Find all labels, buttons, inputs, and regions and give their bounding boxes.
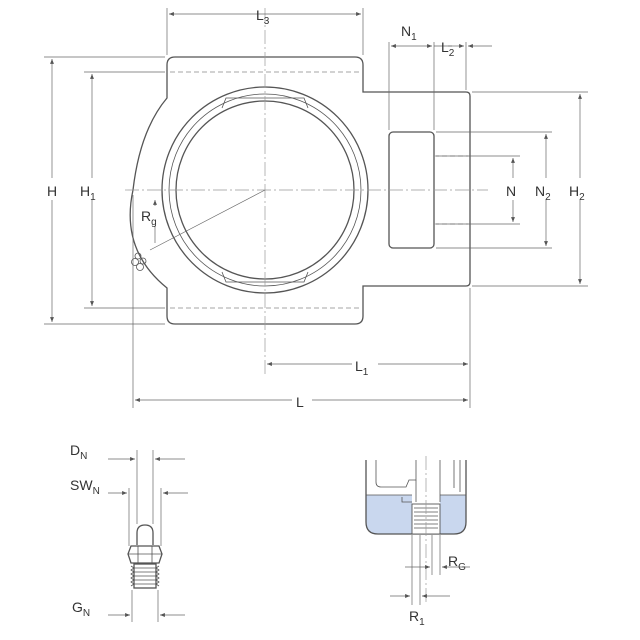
- dim-label-l2: L2: [441, 39, 455, 59]
- dim-label-gn: GN: [72, 599, 90, 619]
- dim-label-swn: SWN: [70, 477, 100, 497]
- main-view: [125, 8, 488, 375]
- grease-nipple-detail: DN SWN GN: [70, 442, 188, 622]
- rg-radius-line: [149, 189, 266, 251]
- section-detail: RG R1: [365, 456, 470, 628]
- dim-label-h1: H1: [80, 183, 96, 203]
- dim-label-n1: N1: [401, 23, 417, 43]
- dim-label-dn: DN: [70, 442, 87, 462]
- dim-label-n: N: [506, 183, 516, 199]
- dim-label-n2: N2: [535, 183, 551, 203]
- dim-label-r1: R1: [409, 608, 425, 628]
- dim-label-l: L: [296, 394, 304, 410]
- dim-label-l3: L3: [256, 7, 270, 27]
- dim-label-h: H: [47, 183, 57, 199]
- housing-outline: [129, 56, 471, 325]
- nipple-body: [136, 524, 154, 545]
- dim-label-h2: H2: [569, 183, 585, 203]
- housing-grease-nipple: [131, 252, 147, 271]
- dimensions: L3 N1 L2 H H1 Rg N: [44, 7, 596, 412]
- dim-label-l1: L1: [355, 358, 369, 378]
- dim-label-rg-section: RG: [448, 553, 466, 573]
- dim-label-rg: Rg: [141, 208, 157, 228]
